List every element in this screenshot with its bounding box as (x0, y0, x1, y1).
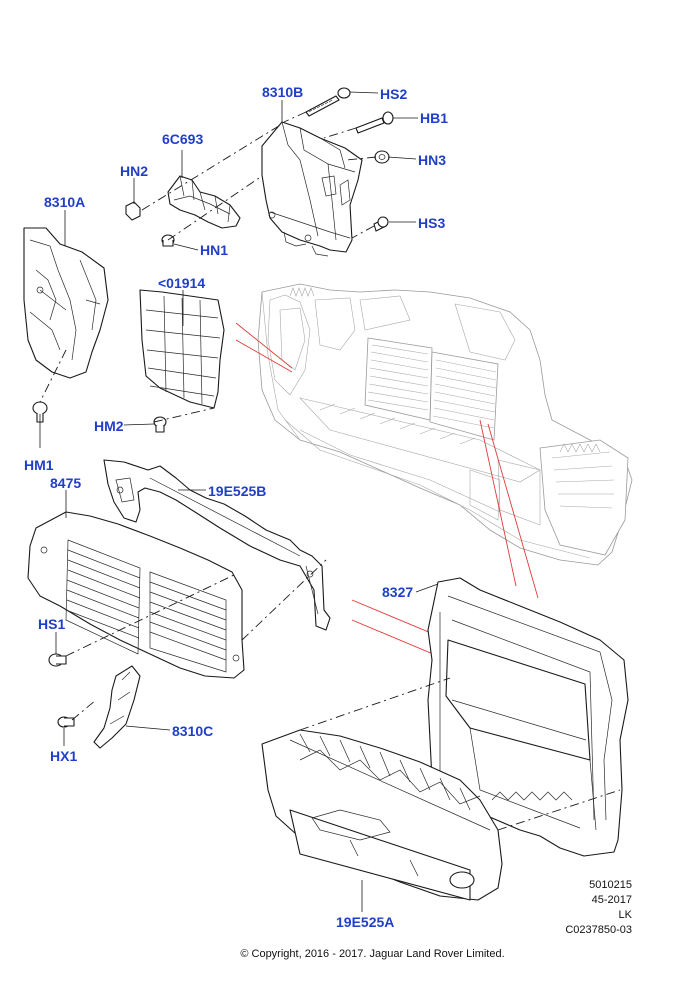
reference-drawing-id: C0237850-03 (565, 924, 632, 936)
rivet-HX1 (57, 716, 75, 728)
leader-lines (39, 91, 439, 912)
callout-8327[interactable]: 8327 (382, 584, 414, 600)
part-8310A-deflector (23, 227, 109, 379)
copyright-notice: © Copyright, 2016 - 2017. Jaguar Land Ro… (240, 948, 505, 960)
callout-8310C[interactable]: 8310C (172, 723, 214, 739)
assembly-lines (39, 111, 621, 831)
screw-HS2 (305, 87, 351, 117)
callout-8475[interactable]: 8475 (50, 475, 82, 491)
clip-HM2 (153, 416, 167, 433)
part-6C693-bracket (167, 175, 241, 229)
reference-block: 5010215 45-2017 LK C0237850-03 (522, 878, 632, 938)
callout-HS3[interactable]: HS3 (418, 215, 446, 231)
front-end-assembly-context (257, 283, 633, 566)
callout-8310A[interactable]: 8310A (44, 194, 86, 210)
nut-HN2 (125, 201, 141, 221)
reference-number: 5010215 (589, 879, 632, 891)
nut-HN3 (374, 150, 390, 164)
callout-01914[interactable]: <01914 (158, 275, 206, 291)
callout-6C693[interactable]: 6C693 (162, 131, 204, 147)
bolt-HB1 (355, 111, 394, 134)
screw-HS3 (373, 216, 389, 232)
callout-19E525A[interactable]: 19E525A (336, 914, 395, 930)
reference-date: 45-2017 (591, 894, 632, 906)
part-01914-panel (139, 289, 225, 409)
part-8310C-bracket (93, 665, 141, 749)
callout-HN2[interactable]: HN2 (120, 163, 149, 179)
callout-HS2[interactable]: HS2 (380, 86, 408, 102)
callout-8310B[interactable]: 8310B (262, 84, 304, 100)
callout-HB1[interactable]: HB1 (420, 110, 449, 126)
callout-HX1[interactable]: HX1 (50, 748, 78, 764)
part-19E525B-bracket (103, 459, 331, 631)
part-19E525A-beam (261, 729, 503, 901)
screw-HS1 (48, 653, 67, 667)
red-indicator-lines (235, 322, 539, 681)
callout-HM2[interactable]: HM2 (94, 418, 124, 434)
callout-HS1[interactable]: HS1 (38, 616, 66, 632)
callout-HM1[interactable]: HM1 (24, 457, 54, 473)
callout-HN3[interactable]: HN3 (418, 152, 447, 168)
part-8327-duct (427, 577, 629, 857)
part-8310B-bracket (261, 121, 363, 257)
reference-code: LK (618, 909, 632, 921)
part-8475-grille (27, 511, 245, 679)
callout-19E525B[interactable]: 19E525B (208, 483, 267, 499)
callout-HN1[interactable]: HN1 (200, 242, 229, 258)
